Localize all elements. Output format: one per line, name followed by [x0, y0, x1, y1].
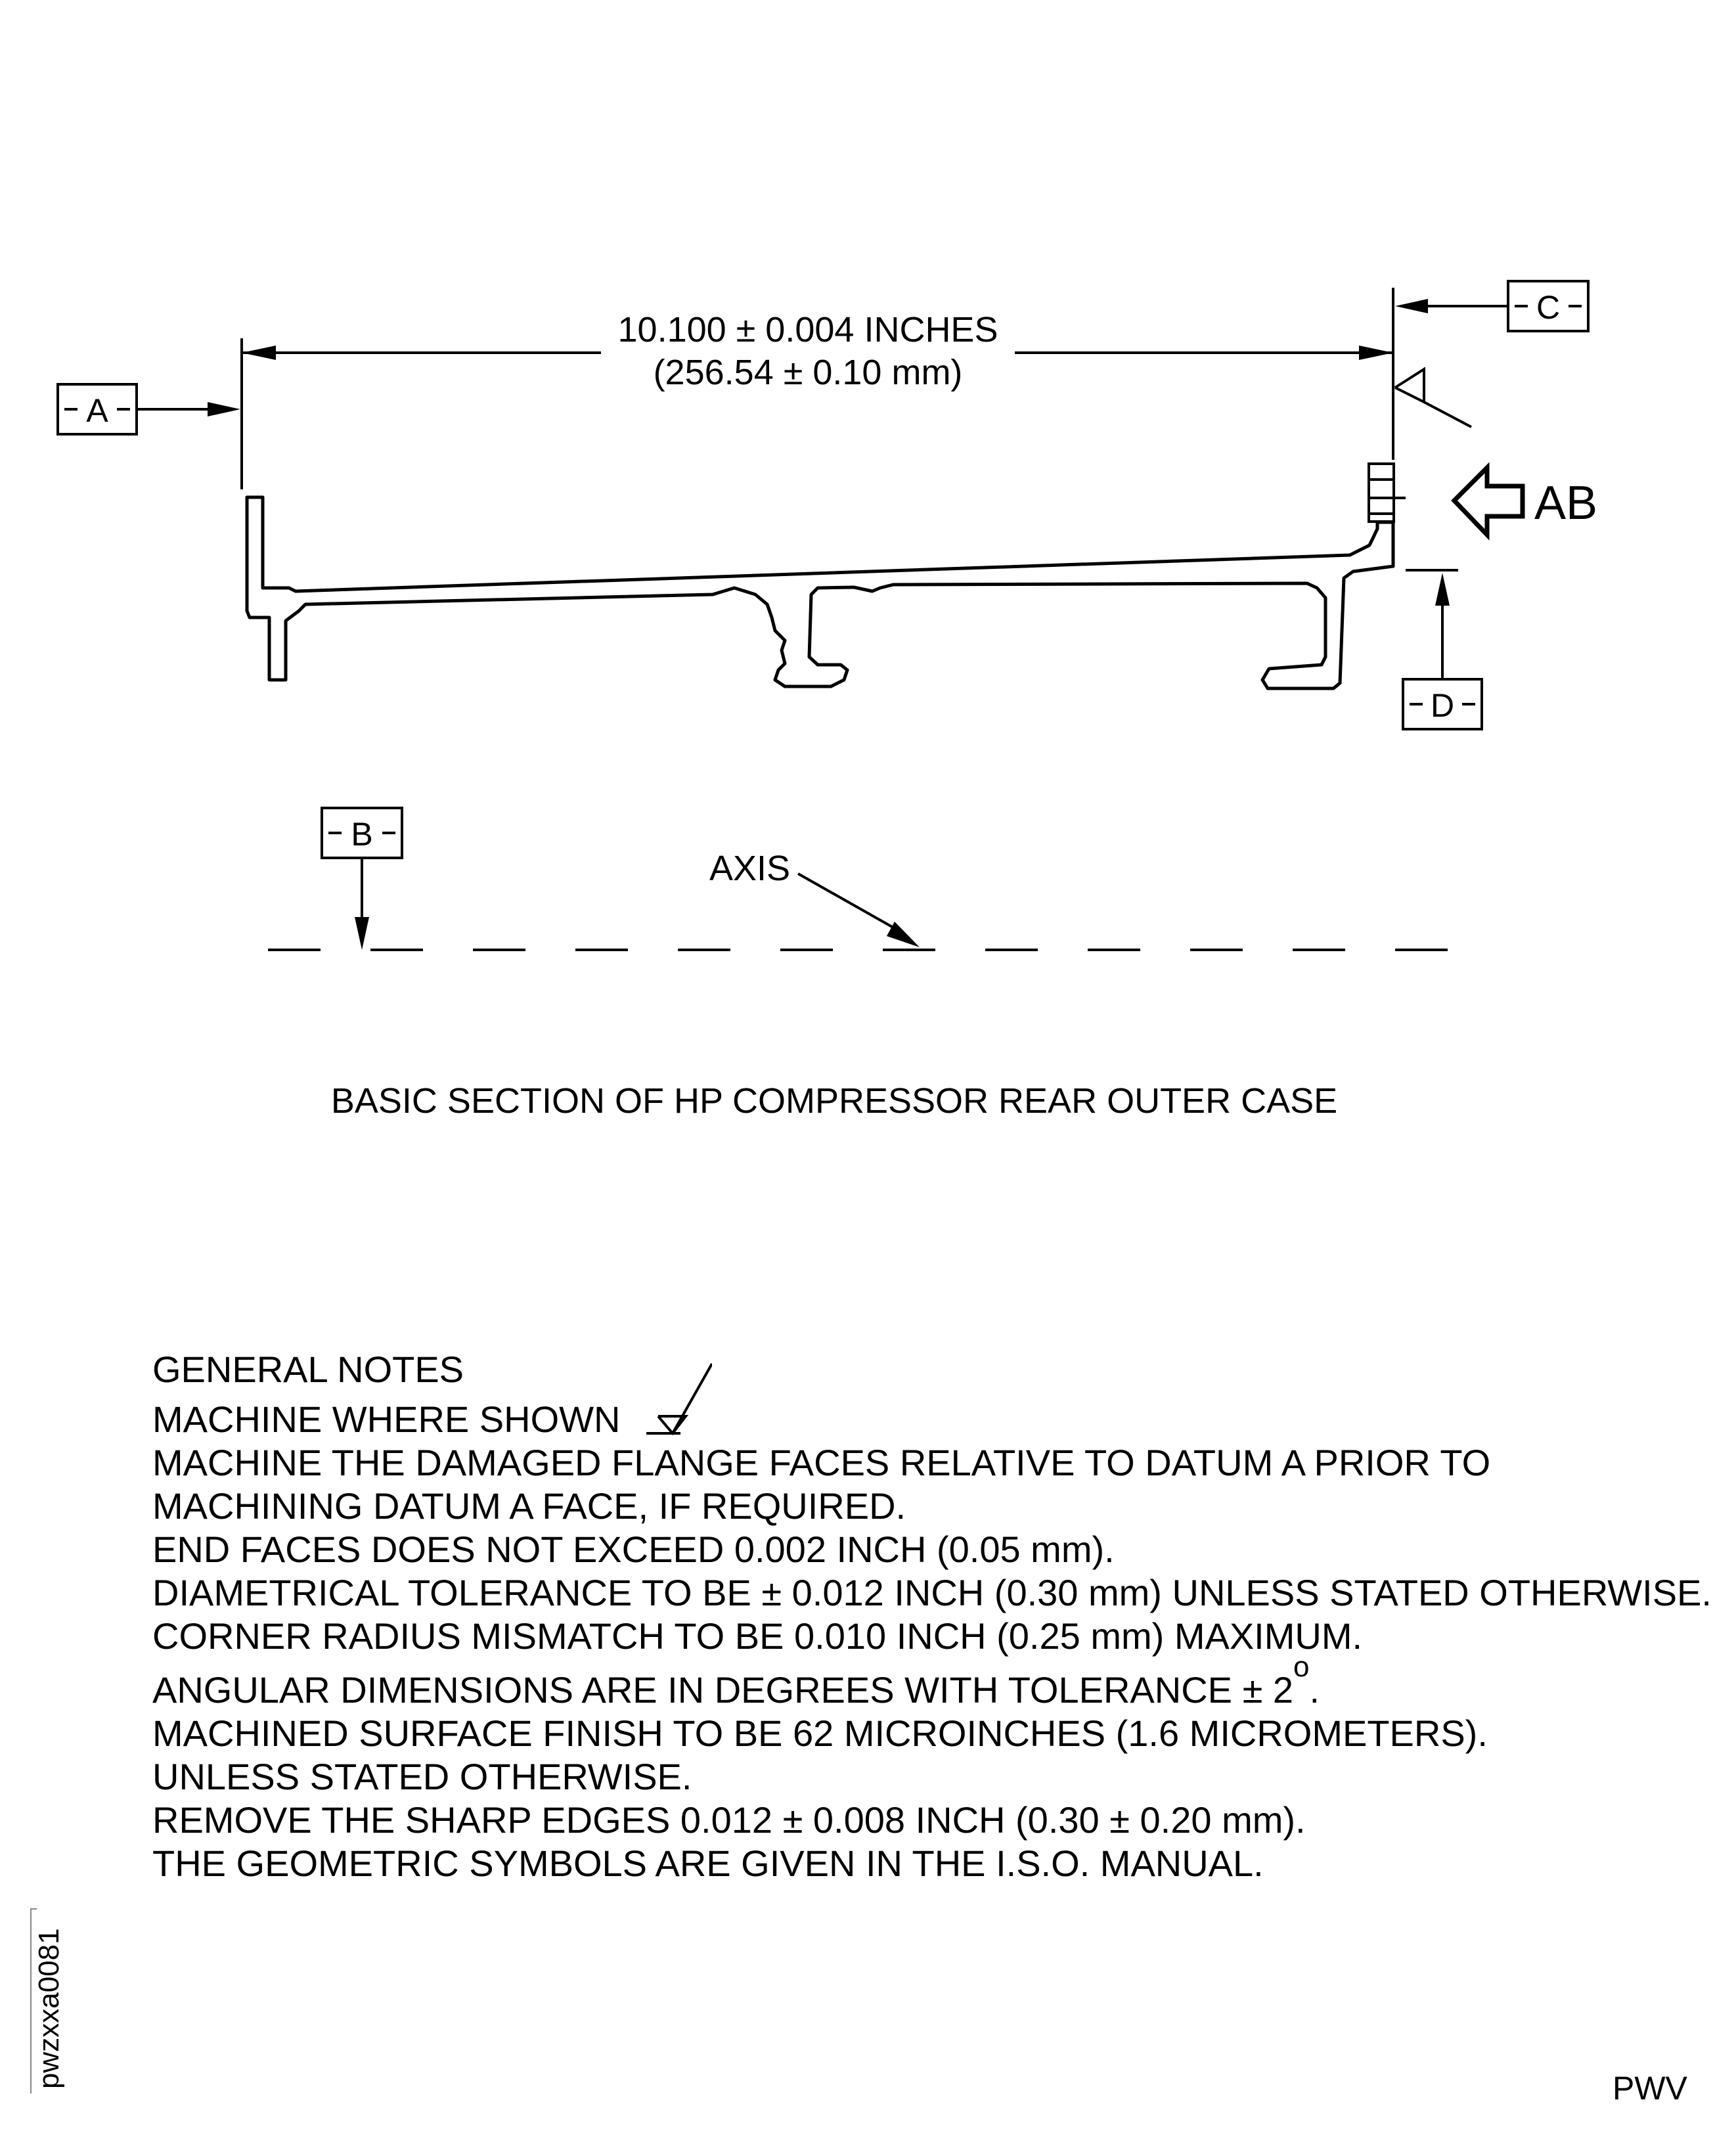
svg-text:AXIS: AXIS — [709, 849, 790, 888]
dimension-inches: 10.100 ± 0.004 INCHES — [618, 310, 998, 349]
general-notes: GENERAL NOTES MACHINE WHERE SHOWN MACHIN… — [152, 1348, 1716, 1885]
notes-title: GENERAL NOTES — [152, 1349, 464, 1390]
flange-marks — [1368, 462, 1406, 523]
axis-label-group: AXIS — [709, 849, 920, 947]
note-line-7: ANGULAR DIMENSIONS ARE IN DEGREES WITH T… — [152, 1651, 1716, 1712]
note-line-9: UNLESS STATED OTHERWISE. — [152, 1756, 692, 1797]
note-line-5: DIAMETRICAL TOLERANCE TO BE ± 0.012 INCH… — [152, 1572, 1712, 1613]
degree-superscript: o — [1293, 1651, 1310, 1683]
view-arrow-ab[interactable]: AB — [1451, 462, 1597, 541]
datum-a-flag: A — [56, 383, 240, 436]
case-section-outline — [245, 495, 1395, 690]
svg-text:AB: AB — [1534, 477, 1597, 529]
note-line-11: THE GEOMETRIC SYMBOLS ARE GIVEN IN THE I… — [152, 1843, 1264, 1884]
note-machine-where-shown: MACHINE WHERE SHOWN — [152, 1363, 1716, 1441]
note-line-1: MACHINE WHERE SHOWN — [152, 1399, 621, 1440]
note-line-2: MACHINE THE DAMAGED FLANGE FACES RELATIV… — [152, 1442, 1491, 1483]
svg-text:B: B — [351, 816, 372, 853]
figure-id-bracket — [30, 1908, 37, 2094]
corner-mark: PWV — [1613, 2070, 1687, 2107]
datum-c-flag: C — [1395, 280, 1590, 332]
figure-id: pwzxxa0081 — [33, 1928, 65, 2089]
note-line-3: MACHINING DATUM A FACE, IF REQUIRED. — [152, 1485, 906, 1527]
drawing-caption: BASIC SECTION OF HP COMPRESSOR REAR OUTE… — [331, 1081, 1337, 1121]
svg-text:C: C — [1536, 289, 1560, 326]
note-line-7-main: ANGULAR DIMENSIONS ARE IN DEGREES WITH T… — [152, 1669, 1294, 1711]
machined-surface-symbol-icon — [646, 1363, 713, 1436]
datum-b-flag: B — [321, 807, 403, 950]
dimension-mm: (256.54 ± 0.10 mm) — [654, 353, 963, 392]
note-line-4: END FACES DOES NOT EXCEED 0.002 INCH (0.… — [152, 1529, 1115, 1570]
note-line-10: REMOVE THE SHARP EDGES 0.012 ± 0.008 INC… — [152, 1799, 1306, 1841]
datum-d-flag: D — [1402, 569, 1483, 730]
svg-text:A: A — [86, 392, 108, 429]
note-line-8: MACHINED SURFACE FINISH TO BE 62 MICROIN… — [152, 1713, 1488, 1754]
dimension-line — [242, 346, 1393, 360]
note-line-7-end: . — [1309, 1669, 1320, 1711]
svg-text:D: D — [1431, 687, 1454, 724]
note-line-6: CORNER RADIUS MISMATCH TO BE 0.010 INCH … — [152, 1615, 1363, 1657]
surface-finish-symbol — [1394, 367, 1472, 428]
